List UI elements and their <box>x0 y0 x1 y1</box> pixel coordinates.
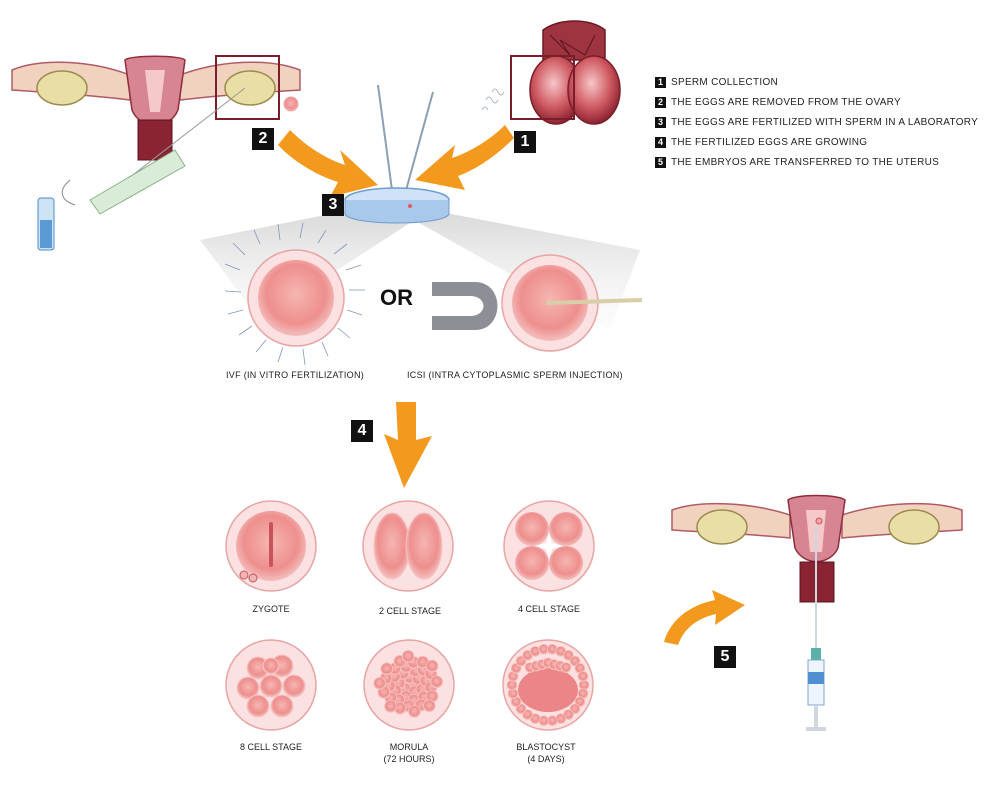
legend-item-3: 3 THE EGGS ARE FERTILIZED WITH SPERM IN … <box>655 112 978 132</box>
legend-item-1: 1 SPERM COLLECTION <box>655 72 978 92</box>
petri-dish <box>200 84 640 330</box>
legend-text: THE EGGS ARE FERTILIZED WITH SPERM IN A … <box>671 116 979 128</box>
cell <box>560 662 572 673</box>
arrow-step5 <box>664 590 745 645</box>
arrow-step4 <box>384 402 432 488</box>
step-badge-2: 2 <box>252 128 274 150</box>
testes-illustration <box>481 20 621 125</box>
zygote-illustration <box>225 500 317 592</box>
cell <box>430 675 444 689</box>
morula-caption: MORULA (72 HOURS) <box>349 741 469 765</box>
legend-item-5: 5 THE EMBRYOS ARE TRANSFERRED TO THE UTE… <box>655 152 978 172</box>
cell <box>422 699 436 713</box>
step-badge-1: 1 <box>514 131 536 153</box>
legend-text: THE FERTILIZED EGGS ARE GROWING <box>671 136 868 148</box>
blastocyst-caption-line1: BLASTOCYST <box>516 742 576 752</box>
step-badge-5: 5 <box>714 646 736 668</box>
or-label: OR <box>380 285 413 310</box>
step-badge-4: 4 <box>351 420 373 442</box>
arrow-step2 <box>278 130 378 197</box>
extracted-egg <box>283 96 299 112</box>
two-cell-caption: 2 CELL STAGE <box>378 606 442 616</box>
blastocyst-caption: BLASTOCYST (4 DAYS) <box>486 741 606 765</box>
legend: 1 SPERM COLLECTION 2 THE EGGS ARE REMOVE… <box>655 72 978 172</box>
icsi-caption: ICSI (INTRA CYTOPLASMIC SPERM INJECTION) <box>407 370 623 380</box>
four-cell-caption: 4 CELL STAGE <box>517 604 581 614</box>
cell <box>407 705 421 718</box>
four-cell-illustration <box>503 500 595 592</box>
morula-caption-line1: MORULA <box>389 742 429 752</box>
ivf-egg <box>224 222 365 366</box>
legend-item-4: 4 THE FERTILIZED EGGS ARE GROWING <box>655 132 978 152</box>
cell <box>373 676 387 690</box>
legend-item-2: 2 THE EGGS ARE REMOVED FROM THE OVARY <box>655 92 978 112</box>
uterus-illustration-retrieval <box>11 55 301 251</box>
icsi-egg <box>432 254 643 352</box>
legend-text: SPERM COLLECTION <box>671 76 779 88</box>
step-badge-3: 3 <box>322 194 344 216</box>
legend-text: THE EMBRYOS ARE TRANSFERRED TO THE UTERU… <box>671 156 940 168</box>
legend-number: 5 <box>655 156 666 168</box>
zygote-caption: ZYGOTE <box>252 604 290 614</box>
blastocyst-illustration <box>502 639 594 731</box>
legend-number: 1 <box>655 76 666 88</box>
morula-illustration <box>363 639 455 731</box>
blastocyst-caption-line2: (4 DAYS) <box>527 754 565 764</box>
cell <box>380 662 394 676</box>
ivf-caption: IVF (IN VITRO FERTILIZATION) <box>226 370 365 380</box>
legend-number: 3 <box>655 116 666 128</box>
cell <box>425 659 439 673</box>
arrow-step1 <box>415 125 514 190</box>
cell <box>401 649 415 663</box>
eight-cell-caption: 8 CELL STAGE <box>239 742 303 752</box>
legend-text: THE EGGS ARE REMOVED FROM THE OVARY <box>671 96 901 108</box>
cell <box>384 699 397 713</box>
legend-number: 2 <box>655 96 666 108</box>
morula-caption-line2: (72 HOURS) <box>383 754 435 764</box>
two-cell-illustration <box>362 500 454 592</box>
eight-cell-illustration <box>225 639 317 731</box>
cell <box>577 670 589 682</box>
legend-number: 4 <box>655 136 666 148</box>
uterus-illustration-transfer <box>671 494 963 731</box>
